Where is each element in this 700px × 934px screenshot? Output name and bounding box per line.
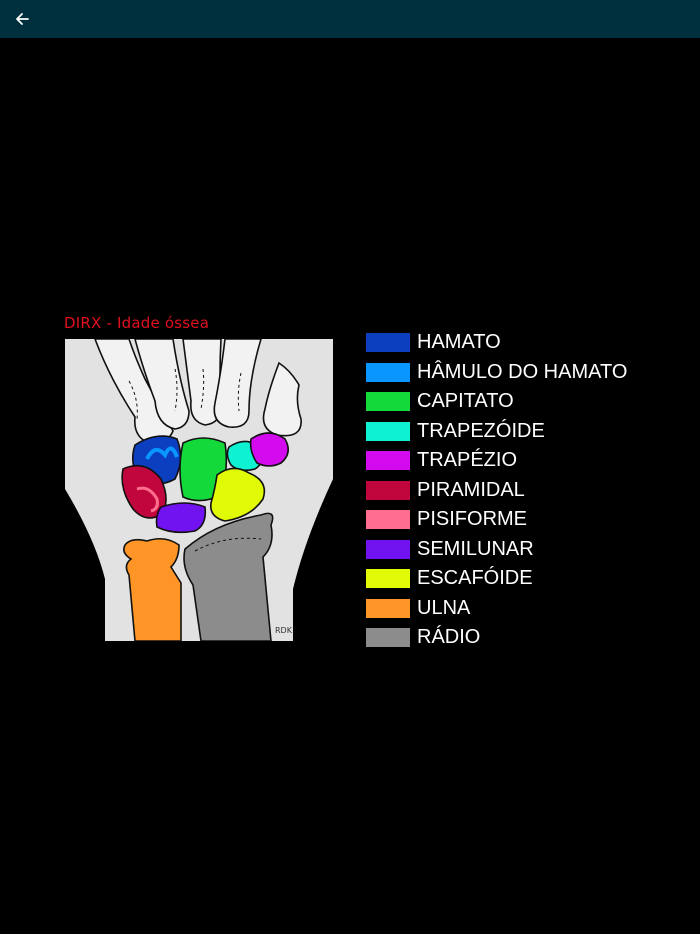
back-button[interactable] — [8, 5, 36, 33]
legend-label: ESCAFÓIDE — [417, 567, 533, 590]
bone-legend: HAMATO HÂMULO DO HAMATO CAPITATO TRAPEZÓIDE… — [366, 328, 650, 653]
legend-item: ESCAFÓIDE — [366, 564, 650, 594]
legend-label: HÂMULO DO HAMATO — [417, 360, 628, 383]
legend-item: ULNA — [366, 594, 650, 624]
legend-label: TRAPEZÓIDE — [417, 419, 545, 442]
legend-item: PIRAMIDAL — [366, 476, 650, 506]
legend-label: ULNA — [417, 596, 471, 619]
legend-label: CAPITATO — [417, 390, 514, 413]
legend-item: TRAPÉZIO — [366, 446, 650, 476]
legend-item: CAPITATO — [366, 387, 650, 417]
legend-item: RÁDIO — [366, 623, 650, 653]
legend-label: HAMATO — [417, 331, 501, 354]
legend-swatch — [366, 421, 410, 441]
legend-item: HAMATO — [366, 328, 650, 358]
legend-swatch — [366, 451, 410, 471]
legend-label: PIRAMIDAL — [417, 478, 525, 501]
legend-item: PISIFORME — [366, 505, 650, 535]
legend-swatch — [366, 510, 410, 530]
legend-swatch — [366, 480, 410, 500]
legend-item: HÂMULO DO HAMATO — [366, 358, 650, 388]
legend-item: TRAPEZÓIDE — [366, 417, 650, 447]
wrist-bone-age-figure: DIRX - Idade óssea — [60, 310, 650, 650]
legend-swatch — [366, 628, 410, 648]
legend-swatch — [366, 569, 410, 589]
top-app-bar — [0, 0, 700, 38]
legend-item: SEMILUNAR — [366, 535, 650, 565]
figure-title: DIRX - Idade óssea — [64, 314, 210, 332]
legend-label: SEMILUNAR — [417, 537, 534, 560]
legend-swatch — [366, 598, 410, 618]
legend-label: TRAPÉZIO — [417, 449, 518, 472]
legend-swatch — [366, 362, 410, 382]
legend-swatch — [366, 539, 410, 559]
wrist-xray-illustration: RDK — [65, 339, 333, 641]
artist-signature: RDK — [275, 626, 293, 635]
legend-swatch — [366, 333, 410, 353]
legend-label: RÁDIO — [417, 626, 481, 649]
legend-label: PISIFORME — [417, 508, 528, 531]
legend-swatch — [366, 392, 410, 412]
arrow-left-icon — [16, 13, 29, 25]
